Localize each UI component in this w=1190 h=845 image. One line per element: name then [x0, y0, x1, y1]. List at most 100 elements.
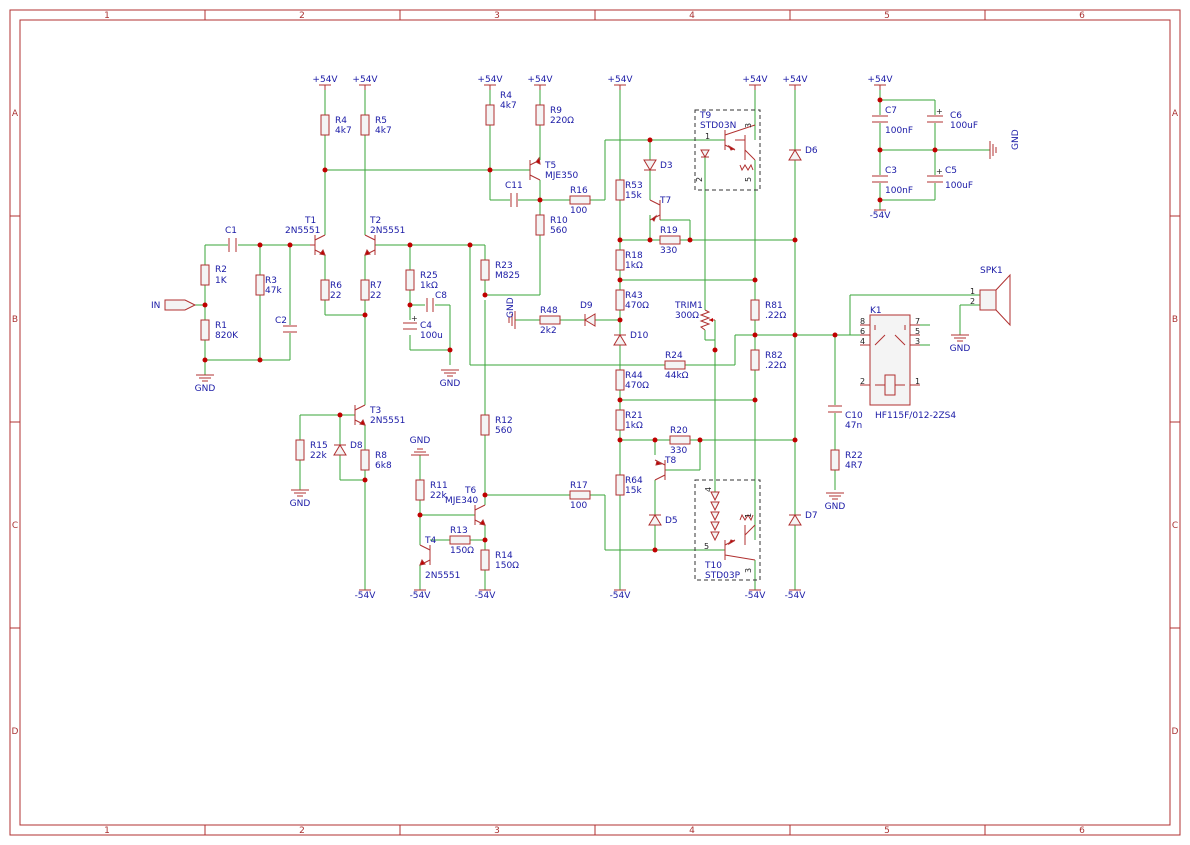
label-r64-value: 15k: [625, 486, 642, 496]
spk-pin-2: 2: [970, 297, 975, 306]
frame-row-d-left: D: [12, 727, 19, 737]
label-r13-ref: R13: [450, 526, 468, 536]
capacitors: [228, 115, 943, 413]
t9-pin-2: 2: [695, 177, 704, 182]
label-d7-ref: D7: [805, 511, 818, 521]
pos-rail-label: +54V: [527, 75, 553, 85]
frame-row-a-left: A: [12, 109, 19, 119]
svg-text:+: +: [936, 107, 943, 116]
frame-row-c-left: C: [12, 521, 18, 531]
label-r5-ref: R5: [375, 116, 387, 126]
label-r43-value: 470Ω: [625, 301, 649, 311]
frame-col-4-top: 4: [689, 11, 695, 21]
svg-text:+: +: [936, 167, 943, 176]
label-spk1-ref: SPK1: [980, 266, 1003, 276]
t10-pin-4: 4: [704, 487, 713, 492]
neg-rail-label: -54V: [870, 211, 892, 221]
frame-row-b-right: B: [1172, 315, 1178, 325]
k1-pin-1: 1: [915, 377, 920, 386]
label-r4b-ref: R4: [500, 91, 512, 101]
pos-rail-label: +54V: [782, 75, 808, 85]
t10-pin-5: 5: [704, 542, 709, 551]
k1-pin-6: 6: [860, 327, 865, 336]
ground-label: GND: [290, 499, 311, 509]
ground-label: GND: [195, 384, 216, 394]
frame-row-a-right: A: [1172, 109, 1179, 119]
label-r4b-value: 4k7: [500, 101, 517, 111]
label-r24-value: 44kΩ: [665, 371, 689, 381]
label-r48-ref: R48: [540, 306, 558, 316]
power-symbols-negative: -54V-54V-54V-54V-54V-54V-54V: [355, 209, 892, 601]
label-t10-ref: T10: [704, 561, 722, 571]
k1-pin-7: 7: [915, 317, 920, 326]
pos-rail-label: +54V: [742, 75, 768, 85]
label-t6-ref: T6: [464, 486, 476, 496]
label-r9-value: 220Ω: [550, 116, 574, 126]
frame-col-5-bottom: 5: [884, 826, 890, 836]
label-c6-value: 100uF: [950, 121, 978, 131]
label-r25-ref: R25: [420, 271, 438, 281]
label-r53-ref: R53: [625, 181, 643, 191]
net-label-gnd-rotated: GND: [1011, 129, 1021, 150]
label-r1-ref: R1: [215, 321, 227, 331]
transistor-packages: [694, 109, 761, 581]
label-r6-value: 22: [330, 291, 341, 301]
label-r4a-value: 4k7: [335, 126, 352, 136]
label-r43-ref: R43: [625, 291, 643, 301]
neg-rail-label: -54V: [610, 591, 632, 601]
label-c11-ref: C11: [505, 181, 523, 191]
label-r24-ref: R24: [665, 351, 683, 361]
frame-col-3-top: 3: [494, 11, 500, 21]
neg-rail-label: -54V: [785, 591, 807, 601]
ground-label: GND: [440, 379, 461, 389]
label-r23-value: M825: [495, 271, 520, 281]
net-label-gnd-r48: GND: [506, 297, 516, 318]
relay-k1: [860, 314, 920, 406]
junctions: [202, 97, 938, 553]
label-t4-value: 2N5551: [425, 571, 460, 581]
k1-pin-4: 4: [860, 337, 865, 346]
label-r7-ref: R7: [370, 281, 382, 291]
label-r16-ref: R16: [570, 186, 588, 196]
label-r9-ref: R9: [550, 106, 562, 116]
label-k1-ref: K1: [870, 306, 882, 316]
label-r2-value: 1K: [215, 276, 228, 286]
label-r23-ref: R23: [495, 261, 513, 271]
label-t2-ref: T2: [369, 216, 381, 226]
label-r64-ref: R64: [625, 476, 643, 486]
label-t10-value: STD03P: [705, 571, 741, 581]
neg-rail-label: -54V: [745, 591, 767, 601]
label-r22-value: 4R7: [845, 461, 863, 471]
wires: [195, 90, 990, 590]
polarity-marks: +++: [411, 107, 943, 323]
label-d9-ref: D9: [580, 301, 593, 311]
t10-pin-1: 1: [744, 513, 753, 518]
input-port: [164, 299, 197, 311]
frame-col-4-bottom: 4: [689, 826, 695, 836]
pos-rail-label: +54V: [607, 75, 633, 85]
label-c7-ref: C7: [885, 106, 897, 116]
label-d8-ref: D8: [350, 441, 363, 451]
label-r18-ref: R18: [625, 251, 643, 261]
t10-pin-3: 3: [744, 568, 753, 573]
label-trim1-value: 300Ω: [675, 311, 699, 321]
frame-col-6-bottom: 6: [1079, 826, 1085, 836]
label-r12-ref: R12: [495, 416, 513, 426]
label-t9-value: STD03N: [700, 121, 736, 131]
label-r20-ref: R20: [670, 426, 688, 436]
t9-pin-3: 3: [744, 123, 753, 128]
t9-pin-1: 1: [705, 132, 710, 141]
label-t7-ref: T7: [659, 196, 671, 206]
label-r13-value: 150Ω: [450, 546, 474, 556]
label-r11-ref: R11: [430, 481, 448, 491]
label-c5-ref: C5: [945, 166, 957, 176]
label-r3-value: 47k: [265, 286, 282, 296]
k1-pin-2: 2: [860, 377, 865, 386]
label-r44-ref: R44: [625, 371, 643, 381]
label-r3-ref: R3: [265, 276, 277, 286]
frame-row-c-right: C: [1172, 521, 1178, 531]
label-t8-ref: T8: [664, 456, 676, 466]
